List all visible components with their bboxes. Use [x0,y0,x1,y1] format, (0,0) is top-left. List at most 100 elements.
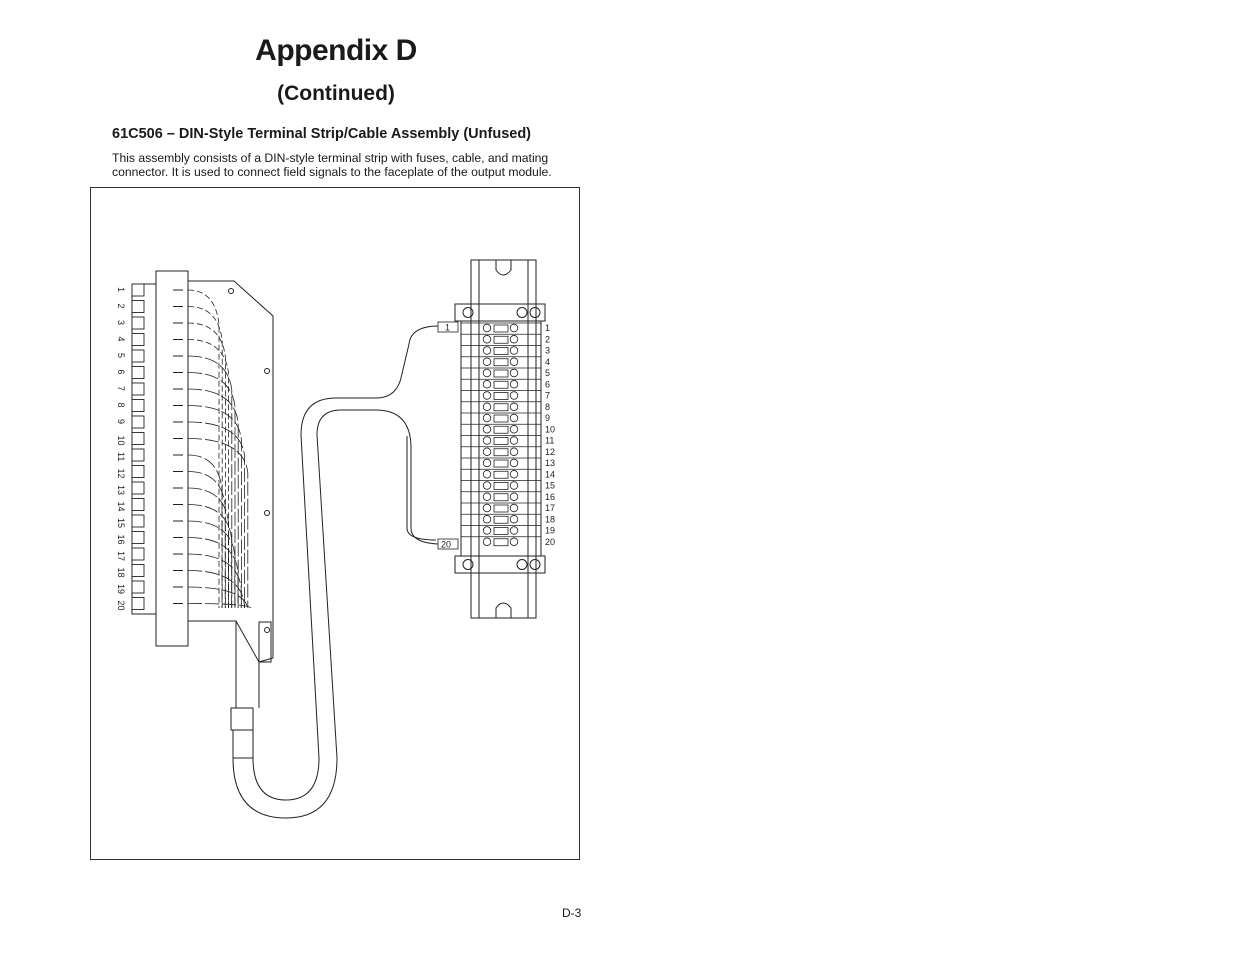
terminal-screw [482,515,492,524]
internal-wire [187,454,223,608]
terminal-number-label: 2 [545,334,550,344]
connector-pin-label: 17 [116,551,126,561]
connector-pin-label: 5 [116,353,126,358]
section-description: This assembly consists of a DIN-style te… [112,151,552,179]
terminal-screw [509,425,519,434]
terminal-number-label: 1 [545,323,550,333]
connector-pin [131,300,145,313]
strain-relief [230,707,254,731]
connector-pin-label: 11 [116,452,126,461]
terminal-number-label: 14 [545,469,555,479]
connector-pin [131,481,145,495]
connector-pin [131,432,145,445]
internal-wire [187,405,242,608]
connector-pin-label: 16 [116,535,126,545]
terminal-screw [509,368,519,378]
connector-pin [131,580,145,594]
terminal-window [493,470,509,479]
terminal-number-label: 9 [545,413,550,423]
connector-pin [131,415,145,429]
internal-wire [187,471,226,608]
connector-pin-label: 1 [116,287,126,292]
terminal-number-label: 20 [545,537,555,547]
internal-wire [187,487,229,608]
internal-wire [187,306,223,608]
terminal-window [493,335,509,344]
terminal-window [493,448,509,457]
connector-pin [131,514,145,528]
terminal-screw [509,470,519,479]
terminal-window [493,527,509,535]
terminal-block [460,320,542,557]
terminal-number-label: 5 [545,368,550,378]
internal-wire [187,339,229,608]
terminal-screw [509,402,519,411]
connector-pin-label: 3 [116,320,126,325]
connector-pin-label: 20 [116,601,126,611]
connector-pin-label: 19 [116,584,126,594]
terminal-screw [482,402,492,411]
internal-wire [187,537,239,608]
internal-wire [187,520,236,608]
terminal-number-label: 19 [545,526,555,536]
din-rail [470,259,537,619]
connector-pin-label: 14 [116,502,126,512]
end-clamp-bottom [454,555,546,574]
terminal-number-label: 12 [545,447,555,457]
terminal-screw [509,413,519,423]
connector-pin [131,366,145,379]
terminal-screw [509,515,519,524]
connector-pin [131,399,145,412]
internal-wire [187,421,245,608]
internal-wire [187,504,232,608]
internal-wire [187,570,245,608]
terminal-window [493,425,509,434]
page-title: Appendix D [255,34,417,67]
internal-wire [187,355,233,608]
terminal-screw [482,503,492,513]
terminal-screw [509,335,519,344]
terminal-screw [482,335,492,344]
terminal-number-label: 15 [545,481,555,491]
terminal-screw [482,537,492,546]
connector-pin-label: 4 [116,337,126,342]
connector-pin [131,531,145,544]
terminal-screw [509,346,519,355]
terminal-window [493,414,509,423]
terminal-screw [509,391,519,400]
terminal-window [493,538,509,547]
terminal-number-label: 13 [545,458,555,468]
terminal-screw [482,436,492,445]
terminal-screw [482,357,492,366]
terminal-screw [509,481,519,490]
terminal-number-label: 8 [545,402,550,412]
connector-pin [131,316,145,330]
connector-pin-label: 10 [116,436,126,446]
terminal-screw [509,537,519,546]
connector-pin-label: 15 [116,518,126,528]
internal-wire [187,372,236,608]
terminal-screw [509,503,519,513]
terminal-screw [509,380,519,389]
terminal-screw [482,323,492,333]
terminal-window [493,403,509,412]
terminal-window [493,504,509,513]
assembly-drawing: 1234567891011121314151617181920123456789… [116,259,555,819]
terminal-window [493,437,509,445]
terminal-window [493,459,509,468]
terminal-screw [509,323,519,333]
connector-housing [155,270,189,647]
connector-pin-label: 2 [116,304,126,309]
internal-wire [187,289,220,608]
terminal-screw [482,492,492,501]
terminal-screw [482,425,492,434]
terminal-window [493,324,509,333]
connector-pin [131,333,145,346]
terminal-number-label: 16 [545,492,555,502]
connector-pin [131,465,145,478]
connector-pin-label: 7 [116,386,126,391]
terminal-screw [509,447,519,456]
internal-wire [187,438,249,608]
terminal-screw [482,380,492,389]
connector-pin [131,382,145,396]
